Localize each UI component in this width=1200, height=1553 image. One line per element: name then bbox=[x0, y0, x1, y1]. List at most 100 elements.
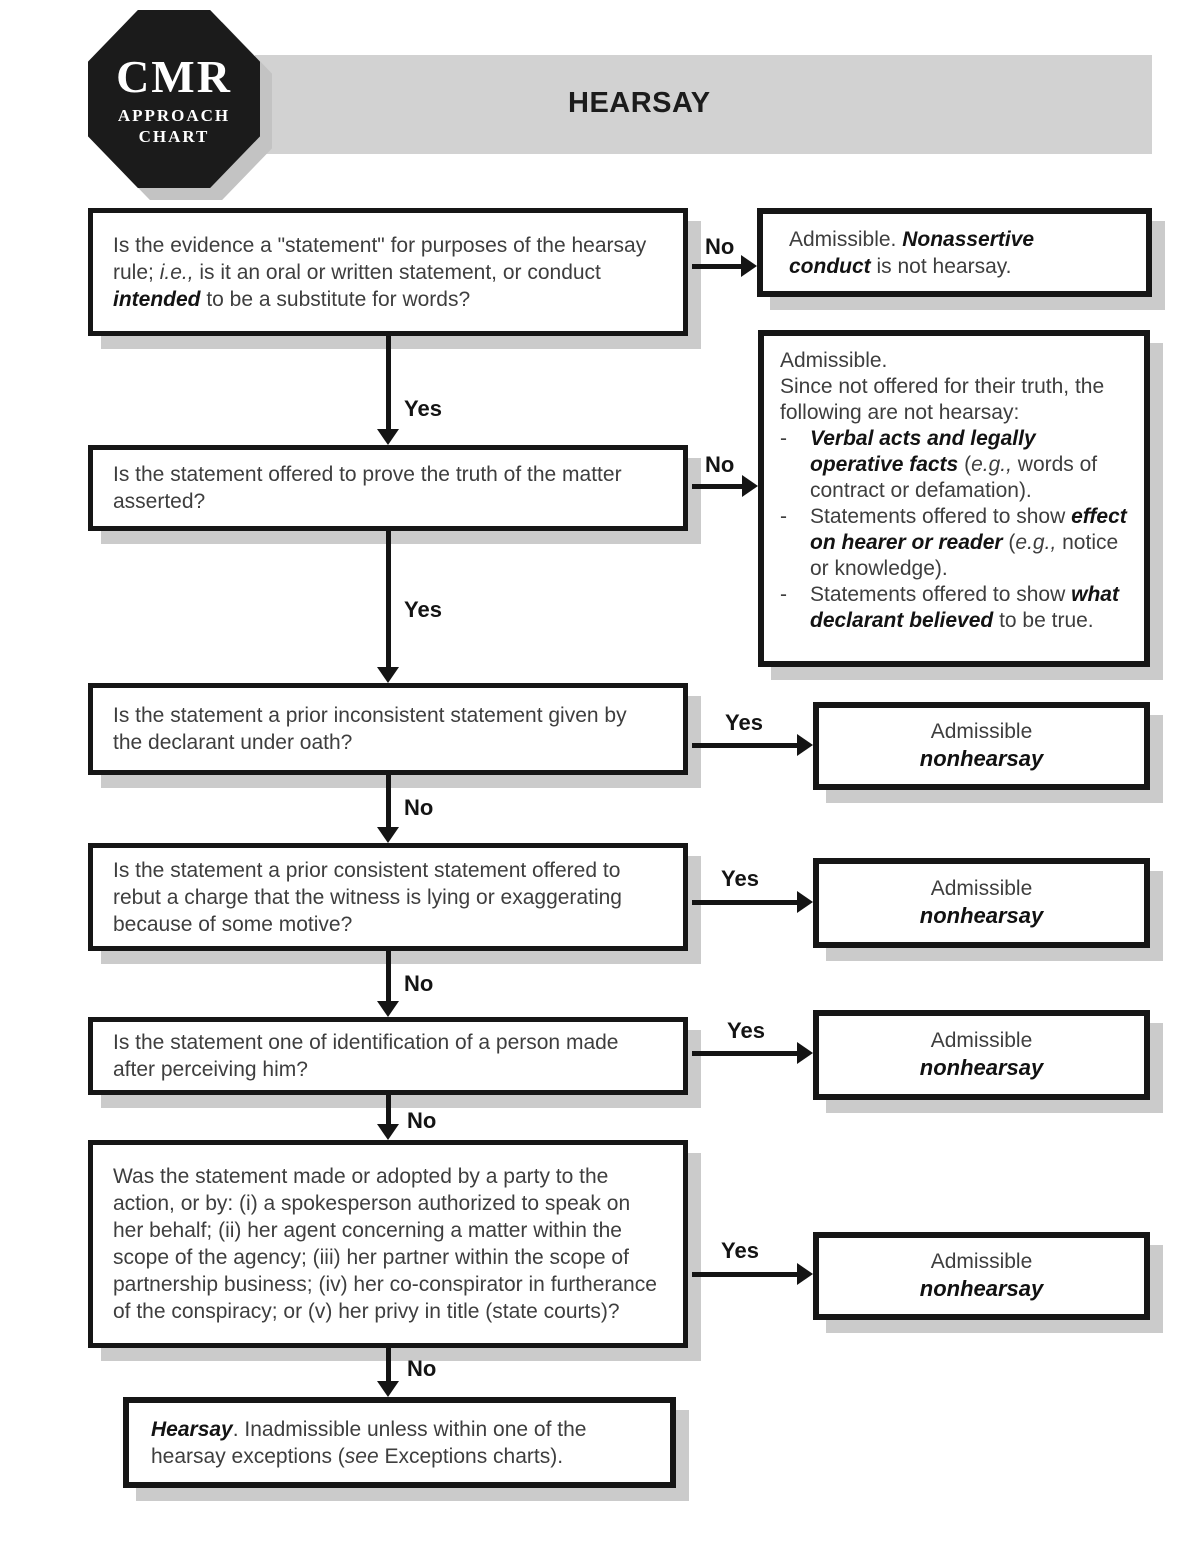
arrow-right-q1-a1 bbox=[692, 255, 757, 277]
label-no-q3: No bbox=[404, 795, 434, 820]
question-text: Is the evidence a "statement" for purpos… bbox=[113, 232, 657, 313]
result-line-admissible: Admissible bbox=[930, 720, 1033, 743]
text-segment-bold-italic: Hearsay bbox=[151, 1417, 233, 1441]
bullet-effect-on-hearer: - Statements offered to show effect on h… bbox=[780, 504, 1130, 582]
text-segment: Statements offered to show bbox=[810, 505, 1072, 528]
result-line-nonhearsay: nonhearsay bbox=[919, 1055, 1044, 1080]
answer-line-intro: Since not offered for their truth, the f… bbox=[780, 375, 1105, 424]
bullet-text: Statements offered to show what declaran… bbox=[810, 582, 1130, 634]
text-segment: Is the statement offered to prove the tr… bbox=[113, 463, 622, 513]
text-segment: to be true. bbox=[993, 609, 1094, 632]
result-line-admissible: Admissible bbox=[930, 1029, 1033, 1052]
question-text: Is the statement a prior inconsistent st… bbox=[113, 702, 657, 756]
question-box-identification: Is the statement one of identification o… bbox=[88, 1017, 688, 1095]
arrow-down-q6-final bbox=[377, 1348, 399, 1397]
bullet-text: Verbal acts and legally operative facts … bbox=[810, 426, 1130, 504]
question-text: Was the statement made or adopted by a p… bbox=[113, 1163, 657, 1325]
text-segment-italic: e.g., bbox=[971, 453, 1012, 476]
text-segment: to be a substitute for words? bbox=[200, 287, 471, 311]
text-segment: is it an oral or written statement, or c… bbox=[193, 260, 601, 284]
bullet-dash: - bbox=[780, 427, 787, 450]
bullet-text: Statements offered to show effect on hea… bbox=[810, 504, 1130, 582]
text-segment: Statements offered to show bbox=[810, 583, 1072, 606]
result-line-admissible: Admissible bbox=[930, 1250, 1033, 1273]
label-no-q5: No bbox=[407, 1108, 437, 1133]
question-box-statement: Is the evidence a "statement" for purpos… bbox=[88, 208, 688, 336]
answer-box-nonassertive-conduct: Admissible. Nonassertive conduct is not … bbox=[757, 208, 1152, 297]
question-text: Is the statement offered to prove the tr… bbox=[113, 461, 657, 515]
bullet-verbal-acts: - Verbal acts and legally operative fact… bbox=[780, 426, 1130, 504]
arrow-down-q5-q6 bbox=[377, 1095, 399, 1140]
arrow-right-q2-a2 bbox=[692, 475, 758, 497]
question-box-party-admission: Was the statement made or adopted by a p… bbox=[88, 1140, 688, 1348]
label-no-q6: No bbox=[407, 1356, 437, 1381]
text-segment: Is the evidence a "statement" for purpos… bbox=[113, 233, 647, 284]
text-segment: Was the statement made or adopted by a p… bbox=[113, 1165, 657, 1323]
result-box-admissible-nonhearsay-2: Admissible nonhearsay bbox=[813, 858, 1150, 948]
text-segment: Is the statement a prior consistent stat… bbox=[113, 858, 622, 936]
text-segment: words of contract or defamation). bbox=[810, 453, 1098, 502]
question-box-truth-of-matter: Is the statement offered to prove the tr… bbox=[88, 445, 688, 531]
label-yes-q6: Yes bbox=[721, 1238, 759, 1263]
question-text: Is the statement one of identification o… bbox=[113, 1029, 657, 1083]
result-box-hearsay-inadmissible: Hearsay. Inadmissible unless within one … bbox=[123, 1397, 676, 1488]
text-segment: ( bbox=[1002, 531, 1016, 554]
text-segment: notice or knowledge). bbox=[810, 531, 1119, 580]
label-yes-q3: Yes bbox=[725, 710, 763, 735]
result-box-admissible-nonhearsay-1: Admissible nonhearsay bbox=[813, 702, 1150, 790]
arrow-right-q5-n3 bbox=[692, 1042, 813, 1064]
bullet-dash: - bbox=[780, 505, 787, 528]
question-box-prior-inconsistent: Is the statement a prior inconsistent st… bbox=[88, 683, 688, 775]
text-segment: Is the statement one of identification o… bbox=[113, 1031, 619, 1081]
arrow-down-q3-q4 bbox=[377, 775, 399, 843]
result-box-admissible-nonhearsay-4: Admissible nonhearsay bbox=[813, 1232, 1150, 1320]
cmr-logo: CMR APPROACH CHART bbox=[88, 10, 260, 188]
text-segment: . Inadmissible unless within one of the … bbox=[151, 1417, 587, 1468]
result-line-nonhearsay: nonhearsay bbox=[919, 746, 1044, 771]
logo-subtitle-approach: APPROACH bbox=[117, 105, 231, 125]
text-segment: is not hearsay. bbox=[870, 254, 1012, 278]
question-box-prior-consistent: Is the statement a prior consistent stat… bbox=[88, 843, 688, 951]
arrow-down-q1-q2 bbox=[377, 336, 399, 445]
result-line-admissible: Admissible bbox=[930, 877, 1033, 900]
label-yes-q4: Yes bbox=[721, 866, 759, 891]
arrow-right-q6-n4 bbox=[692, 1263, 813, 1285]
result-line-nonhearsay: nonhearsay bbox=[919, 1276, 1044, 1301]
label-yes-q1: Yes bbox=[404, 396, 442, 421]
arrow-right-q3-n1 bbox=[692, 734, 813, 756]
answer-line-admissible: Admissible. bbox=[780, 349, 888, 372]
logo-title: CMR bbox=[116, 50, 232, 102]
label-yes-q2: Yes bbox=[404, 597, 442, 622]
text-segment: ( bbox=[958, 453, 972, 476]
result-line-nonhearsay: nonhearsay bbox=[919, 903, 1044, 928]
text-segment-bold-italic: Nonassertive conduct bbox=[789, 227, 1035, 278]
text-segment: Is the statement a prior inconsistent st… bbox=[113, 704, 627, 754]
text-segment-bold-italic: Verbal acts and legally operative facts bbox=[810, 427, 1036, 476]
header-bar: HEARSAY bbox=[255, 55, 1152, 154]
logo-subtitle-chart: CHART bbox=[138, 126, 210, 146]
result-text: Hearsay. Inadmissible unless within one … bbox=[151, 1416, 644, 1470]
label-yes-q5: Yes bbox=[727, 1018, 765, 1043]
text-segment-bold-italic: effect on hearer or reader bbox=[810, 505, 1127, 554]
arrow-right-q4-n2 bbox=[692, 891, 813, 913]
result-box-admissible-nonhearsay-3: Admissible nonhearsay bbox=[813, 1010, 1150, 1100]
bullet-dash: - bbox=[780, 583, 787, 606]
arrow-down-q4-q5 bbox=[377, 951, 399, 1017]
answer-text: Admissible. Since not offered for their … bbox=[764, 336, 1144, 642]
bullet-declarant-belief: - Statements offered to show what declar… bbox=[780, 582, 1130, 634]
text-segment: Exceptions charts). bbox=[378, 1444, 564, 1468]
text-segment-italic: i.e., bbox=[159, 260, 194, 284]
label-no-q2: No bbox=[705, 452, 735, 477]
answer-text: Admissible. Nonassertive conduct is not … bbox=[789, 226, 1120, 280]
text-segment: Admissible. bbox=[789, 227, 903, 251]
text-segment-bold-italic: intended bbox=[113, 287, 201, 311]
arrow-down-q2-q3 bbox=[377, 531, 399, 683]
text-segment-italic: e.g., bbox=[1015, 531, 1057, 554]
page-title: HEARSAY bbox=[568, 87, 711, 119]
question-text: Is the statement a prior consistent stat… bbox=[113, 857, 657, 938]
text-segment-italic: see bbox=[344, 1444, 379, 1468]
answer-box-not-offered-for-truth: Admissible. Since not offered for their … bbox=[758, 330, 1150, 667]
label-no-q1: No bbox=[705, 234, 735, 259]
text-segment-bold-italic: what declarant believed bbox=[810, 583, 1119, 632]
